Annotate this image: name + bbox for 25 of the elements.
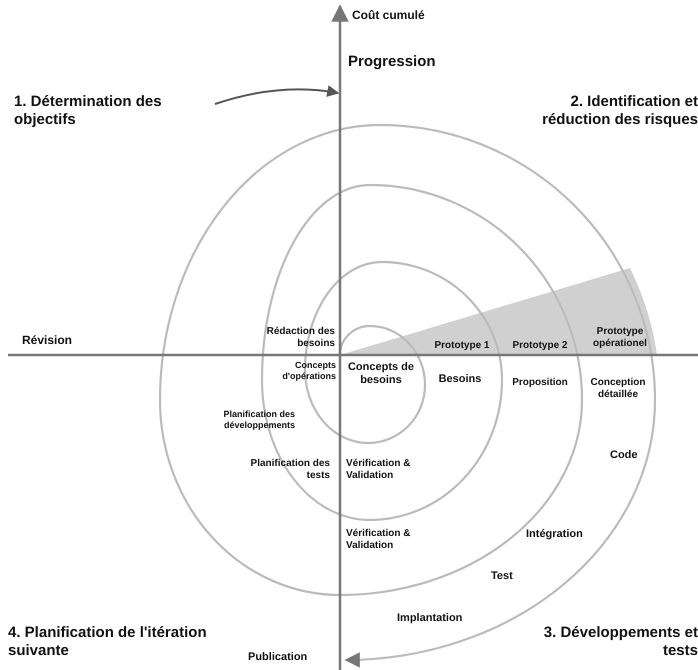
stage-label: Vérification & Validation xyxy=(346,458,412,482)
stage-label: Concepts de besoins xyxy=(346,361,415,388)
stage-label: Prototype 1 xyxy=(433,340,490,352)
axis-label: Révision xyxy=(22,333,74,348)
axis-label: Publication xyxy=(248,651,308,664)
stage-label: Implantation xyxy=(397,612,464,626)
stage-label: Proposition xyxy=(511,377,569,389)
stage-label: Prototype 2 xyxy=(511,340,568,352)
quadrant-title: 4. Planification de l'itération suivante xyxy=(8,624,208,660)
stage-label: Concepts d'opérations xyxy=(281,360,336,382)
stage-label: Intégration xyxy=(526,528,584,542)
stage-label: Vérification & Validation xyxy=(346,528,412,552)
stage-label: Conception détaillée xyxy=(590,377,646,401)
stage-label: Code xyxy=(610,449,638,462)
axis-label: Coût cumulé xyxy=(352,8,426,22)
stage-label: Prototype opérationel xyxy=(592,326,648,350)
stage-label: Planification des tests xyxy=(250,458,330,482)
stage-label: Rédaction des besoins xyxy=(266,326,335,350)
direction-label: Progression xyxy=(348,53,437,71)
stage-label: Besoins xyxy=(438,373,482,386)
quadrant-title: 2. Identification et réduction des risques xyxy=(541,93,698,129)
stage-label: Planification des développements xyxy=(222,409,295,431)
quadrant-title: 3. Développements et tests xyxy=(542,624,698,660)
stage-label: Test xyxy=(491,570,514,584)
quadrant-title: 1. Détermination des objectifs xyxy=(14,93,163,129)
